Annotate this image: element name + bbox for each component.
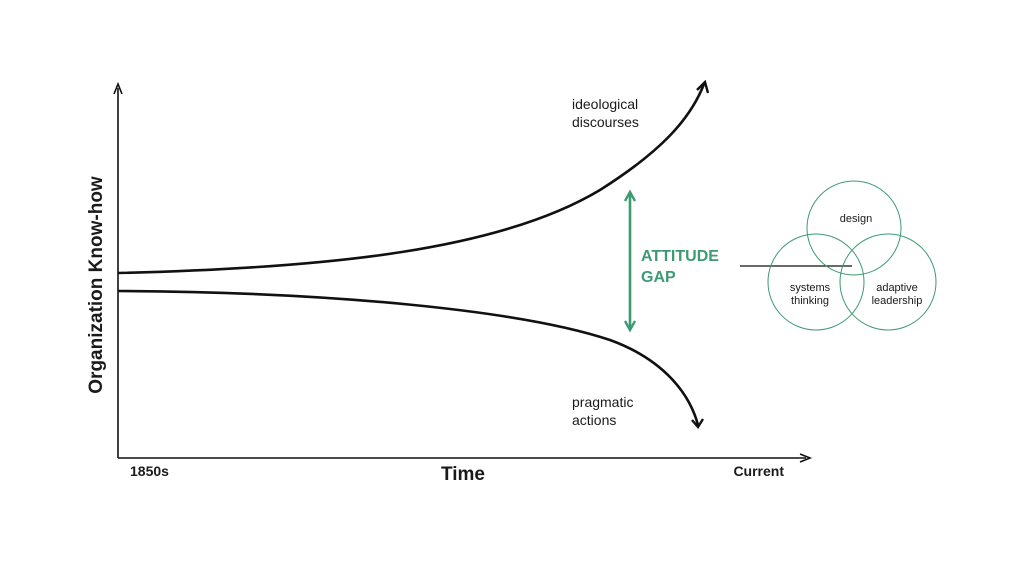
venn-label-systems-line1: systems [790,282,831,294]
venn-label-adaptive-line1: adaptive [876,282,918,294]
attitude-gap-arrowhead-top [623,189,637,202]
x-axis-end-label: Current [733,463,784,479]
attitude-gap-arrowhead-bottom [623,320,637,333]
ideological-label-line1: ideological [572,96,638,112]
x-axis-start-label: 1850s [130,463,169,479]
venn-circle-adaptive-leadership [839,233,937,331]
pragmatic-label-line1: pragmatic [572,394,633,410]
ideological-label-line2: discourses [572,114,639,130]
attitude-gap-label-line1: ATTITUDE [641,248,719,265]
pragmatic-label-line2: actions [572,412,616,428]
pragmatic-curve-arrowhead [691,418,705,430]
venn-circle-systems-thinking [767,233,865,331]
ideological-curve [117,83,706,275]
venn-label-adaptive-line2: leadership [872,295,923,307]
x-axis-title: Time [441,464,485,485]
y-axis-title: Organization Know-how [86,176,107,394]
venn-circle-design [806,180,902,276]
ideological-curve-arrowhead [696,79,710,94]
pragmatic-curve [117,289,700,426]
x-axis-arrowhead [799,453,813,463]
attitude-gap-label-line2: GAP [641,269,676,286]
venn-label-design: design [840,213,872,225]
venn-label-systems-line2: thinking [791,295,829,307]
y-axis-arrowhead [113,81,123,95]
